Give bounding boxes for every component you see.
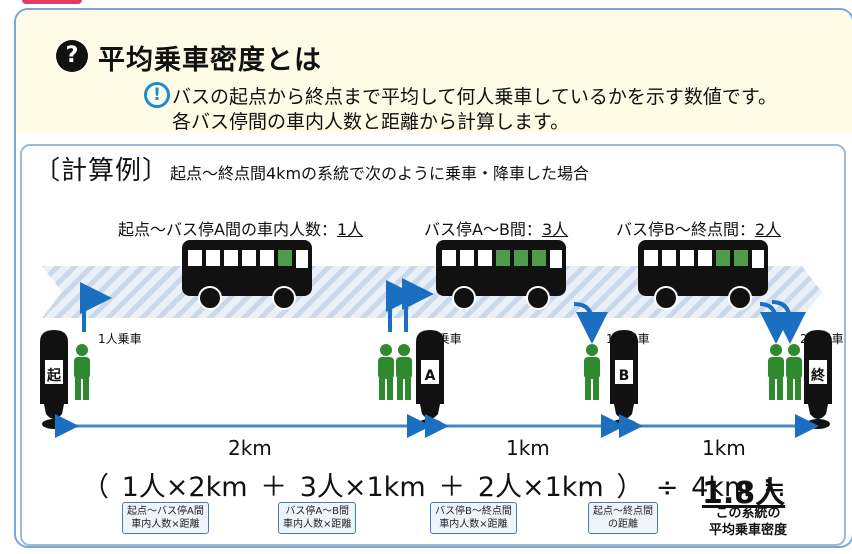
- formula-plus-1: ＋: [260, 472, 288, 503]
- tag-term-1-line-1: 起点～バス停A間: [127, 506, 204, 517]
- definition-header: ? 平均乗車密度とは ! バスの起点から終点まで平均して何人乗車しているかを示す…: [16, 10, 852, 133]
- definition-line-2: 各バス停間の車内人数と距離から計算します。: [172, 111, 570, 133]
- example-label: 〔計算例〕: [34, 156, 170, 186]
- event-a: 2人乗車: [418, 332, 462, 346]
- formula: （ 1人×2km ＋ 3人×1km ＋ 2人×1km ） ÷ 4km ≒: [82, 465, 790, 504]
- result-caption: この系統の 平均乗車密度: [688, 505, 808, 539]
- tag-term-2: バス停A～B間 車内人数×距離: [278, 502, 357, 534]
- example-description: 起点～終点間4kmの系統で次のように乗車・降車した場合: [170, 164, 590, 183]
- exclamation-icon: !: [144, 82, 170, 108]
- formula-total-distance: 4km: [691, 472, 751, 503]
- distance-1: 2km: [228, 436, 272, 460]
- segment-heading-2: バス停A～B間：3人: [424, 216, 568, 240]
- formula-term-3: 2人×1km: [477, 472, 604, 503]
- segment-2-count: 3人: [541, 220, 569, 239]
- bus-segment-3: [637, 239, 769, 310]
- passenger-b: [584, 344, 600, 400]
- segment-3-label: バス停B～終点間：: [616, 220, 755, 239]
- bus-segment-1: [181, 239, 313, 310]
- formula-plus-2: ＋: [438, 472, 466, 503]
- stop-sign-end-text: 終: [811, 367, 826, 384]
- event-b: 1人降車: [606, 332, 650, 346]
- result-caption-line-2: 平均乗車密度: [708, 523, 787, 538]
- result-value: 1.8人: [702, 476, 786, 511]
- passenger-end-1: [768, 344, 784, 400]
- tag-term-3-line-1: バス停B～終点間: [435, 506, 512, 517]
- formula-approx: ≒: [762, 472, 786, 503]
- stop-sign-origin-text: 起: [46, 367, 62, 384]
- segment-2-label: バス停A～B間：: [424, 220, 542, 239]
- bus-segment-2: [435, 239, 567, 310]
- tag-term-3: バス停B～終点間 車内人数×距離: [430, 502, 517, 534]
- segment-1-count: 1人: [336, 220, 364, 239]
- tag-term-2-line-2: 車内人数×距離: [283, 519, 352, 530]
- page-title: 平均乗車密度とは: [98, 45, 322, 76]
- board-arrow-origin: [79, 282, 112, 332]
- tag-total-distance: 起点～終点間 の距離: [588, 502, 658, 534]
- segment-heading-1: 起点～バス停A間の車内人数：1人: [118, 216, 363, 240]
- event-origin: 1人乗車: [98, 332, 142, 346]
- formula-divide: ÷: [655, 472, 679, 503]
- tag-term-3-line-2: 車内人数×距離: [439, 519, 508, 530]
- distance-2: 1km: [506, 436, 550, 460]
- board-arrow-a-2: [401, 278, 434, 332]
- event-end: 2人降車: [800, 332, 844, 346]
- alight-arrow-end-2: [771, 300, 806, 344]
- passenger-origin: [74, 344, 90, 400]
- tag-term-2-line-1: バス停A～B間: [285, 506, 350, 517]
- tag-total-line-1: 起点～終点間: [593, 506, 653, 517]
- route-diagram: 起 A B 終: [40, 239, 832, 438]
- tag-term-1-line-2: 車内人数×距離: [131, 519, 200, 530]
- stop-sign-a-text: A: [425, 368, 436, 384]
- result-caption-line-1: この系統の: [715, 506, 781, 521]
- passenger-a-2: [396, 344, 412, 400]
- tag-total-line-2: の距離: [608, 519, 638, 530]
- distance-3: 1km: [702, 436, 746, 460]
- explanation-panel: ? 平均乗車密度とは ! バスの起点から終点まで平均して何人乗車しているかを示す…: [14, 8, 852, 548]
- definition-line-1: バスの起点から終点まで平均して何人乗車しているかを示す数値です。: [172, 86, 777, 108]
- tag-term-1: 起点～バス停A間 車内人数×距離: [122, 502, 209, 534]
- top-accent-mark: [22, 0, 82, 4]
- segment-1-label: 起点～バス停A間の車内人数：: [118, 220, 337, 239]
- calculation-example: 〔計算例〕 起点～終点間4kmの系統で次のように乗車・降車した場合: [20, 144, 846, 546]
- formula-close-paren: ）: [616, 472, 644, 503]
- formula-open-paren: （: [82, 472, 109, 503]
- segment-3-count: 2人: [754, 220, 782, 239]
- passenger-end-2: [786, 344, 802, 400]
- stop-sign-b-text: B: [619, 368, 630, 384]
- formula-term-2: 3人×1km: [299, 472, 426, 503]
- segment-heading-3: バス停B～終点間：2人: [616, 216, 781, 240]
- alight-arrow-b: [573, 302, 608, 344]
- question-icon: ?: [56, 40, 88, 72]
- passenger-a-1: [378, 344, 394, 400]
- formula-term-1: 1人×2km: [121, 472, 248, 503]
